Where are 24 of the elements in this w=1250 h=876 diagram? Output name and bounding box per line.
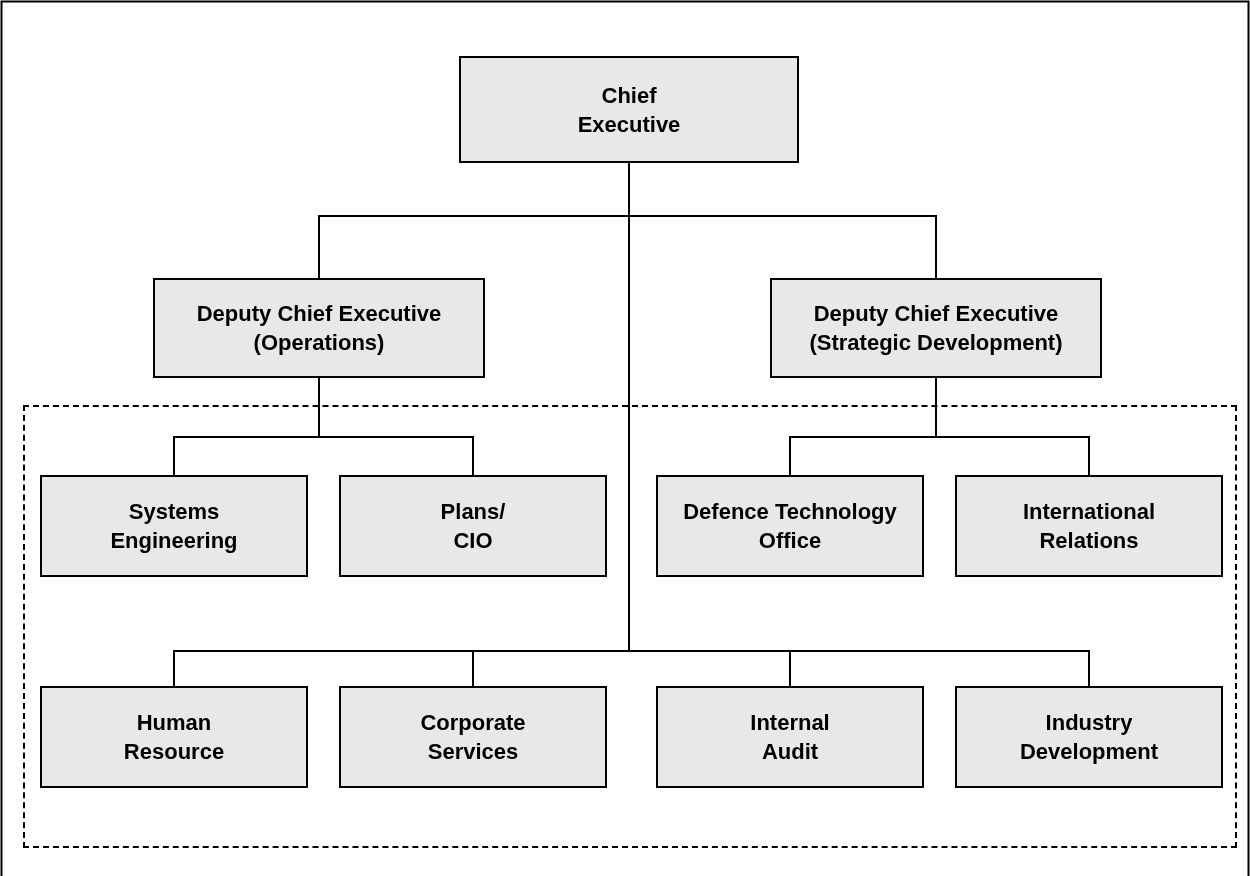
unit-title: Human Resource	[122, 709, 226, 766]
org-unit-box	[153, 278, 485, 378]
unit-title: Industry Development	[1018, 709, 1160, 766]
unit-title: Deputy Chief Executive (Operations)	[195, 300, 443, 357]
org-unit-box	[40, 686, 308, 788]
org-unit-box	[770, 278, 1102, 378]
unit-title: Defence Technology Office	[682, 498, 898, 555]
unit-title: Corporate Services	[419, 709, 527, 766]
unit-title: Chief Executive	[576, 81, 682, 139]
org-unit-box	[656, 475, 924, 577]
unit-title: Systems Engineering	[109, 498, 239, 555]
connector-line	[935, 377, 1090, 476]
unit-title: Plans/ CIO	[439, 498, 507, 555]
org-unit-box	[339, 686, 607, 788]
org-unit-box	[656, 686, 924, 788]
org-unit-box	[339, 475, 607, 577]
org-unit-box	[955, 686, 1223, 788]
unit-title: Deputy Chief Executive (Strategic Development)	[808, 300, 1064, 357]
unit-title: International Relations	[1022, 498, 1156, 555]
org-unit-box	[459, 56, 799, 163]
org-unit-box	[955, 475, 1223, 577]
unit-title: Internal Audit	[749, 709, 831, 766]
org-unit-box	[40, 475, 308, 577]
dashed-boundary	[23, 405, 1237, 848]
